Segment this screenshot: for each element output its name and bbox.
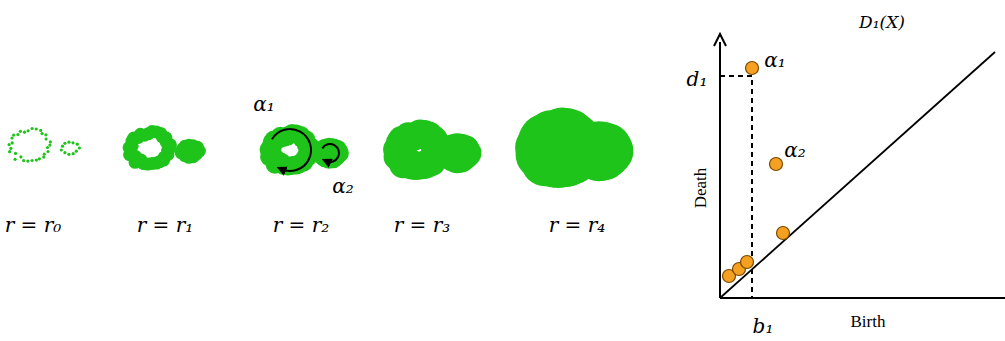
diagonal [720,52,995,298]
alpha1-point [746,62,759,75]
ball [14,152,17,155]
alpha2-point [770,158,783,171]
radius-label: r = r₂ [273,215,330,235]
ball [191,141,204,154]
point-label: α₁ [764,50,786,70]
ball [45,137,48,140]
point [777,227,790,240]
radius-label: r = r₄ [549,215,606,235]
ball [78,146,81,149]
ball [30,159,33,162]
ball [42,156,45,159]
ball [49,140,52,143]
alpha1-loop [272,129,311,171]
ball [19,155,22,158]
ball [46,146,49,149]
x-axis [720,297,1005,299]
ball [164,138,177,151]
union-of-balls [260,124,349,176]
union-of-balls [515,108,633,189]
radius-label: r = r₀ [5,215,62,235]
chart-title: D₁(X) [859,14,905,31]
ball [67,141,70,144]
ball [19,130,22,133]
ball [26,160,29,163]
ball [9,147,12,150]
axis-tick-label: b₁ [753,316,774,336]
point [741,256,754,269]
union-of-balls [383,120,481,181]
point-label: α₂ [784,140,806,160]
alpha2-loop [322,144,339,162]
ball [63,142,66,145]
ball [38,157,41,160]
ball [12,134,15,137]
ball [63,151,66,154]
union-of-balls [123,125,206,171]
ball [11,141,14,144]
y-axis-arrow [714,34,726,46]
ball [72,152,75,155]
ball [27,129,30,132]
ball [583,123,631,171]
ball [39,129,42,132]
union-of-balls [8,127,82,163]
ball [451,135,479,163]
axis-title: Death [692,168,709,209]
ball [16,133,19,136]
ball [75,150,78,153]
ball [48,144,51,147]
ball [60,148,63,151]
ball [41,132,44,135]
ball [14,158,17,161]
ball [76,143,79,146]
ball [30,127,33,130]
ball [23,131,26,134]
ball [46,150,49,153]
radius-label: r = r₁ [137,215,194,235]
ball [22,159,25,162]
radius-label: r = r₃ [394,215,451,235]
ball [8,150,11,153]
ball [61,145,64,148]
ball [10,136,13,139]
axis-tick-label: d₁ [687,69,708,89]
loop-label: α₂ [332,176,354,196]
ball [35,127,38,130]
loop-label: α₁ [253,94,275,114]
ball [43,153,46,156]
y-axis [719,42,721,298]
ball [44,133,47,136]
ball [67,153,70,156]
axis-title: Birth [851,313,886,330]
ball [8,143,11,146]
ball [35,159,38,162]
ball [71,141,74,144]
